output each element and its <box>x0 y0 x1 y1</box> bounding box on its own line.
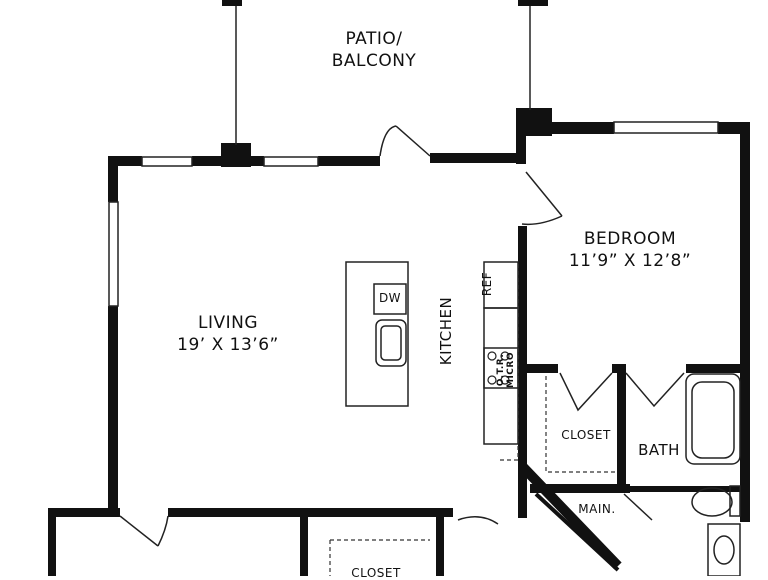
microwave-label-line1: O.T.R. <box>496 353 506 387</box>
diagonal-wall <box>518 462 622 570</box>
living-label: LIVING 19’ X 13’6” <box>150 312 306 356</box>
refrigerator-label: REF <box>480 271 494 297</box>
living-name: LIVING <box>197 313 259 333</box>
bedroom-size: 11’9” X 12’8” <box>568 251 692 271</box>
kitchen-label: KITCHEN <box>437 296 455 366</box>
diagonal-wall-inner <box>534 492 620 572</box>
dashed-outlines <box>329 264 616 576</box>
lower-closet-label: CLOSET <box>351 566 401 580</box>
closet-label: CLOSET <box>561 428 611 442</box>
microwave-label-line2: MICRO <box>506 352 516 388</box>
patio-label: PATIO/ BALCONY <box>322 28 426 72</box>
bedroom-label: BEDROOM 11’9” X 12’8” <box>546 228 714 272</box>
patio-label-line2: BALCONY <box>331 51 417 71</box>
bedroom-name: BEDROOM <box>583 229 677 249</box>
dishwasher-label: DW <box>378 291 402 305</box>
living-size: 19’ X 13’6” <box>177 335 279 355</box>
main-label: MAIN. <box>578 502 616 516</box>
microwave-label: O.T.R. MICRO <box>496 348 516 392</box>
bath-label: BATH <box>638 441 680 459</box>
stove-burners <box>487 351 510 385</box>
patio-label-line1: PATIO/ <box>345 29 403 49</box>
walls <box>48 0 750 576</box>
